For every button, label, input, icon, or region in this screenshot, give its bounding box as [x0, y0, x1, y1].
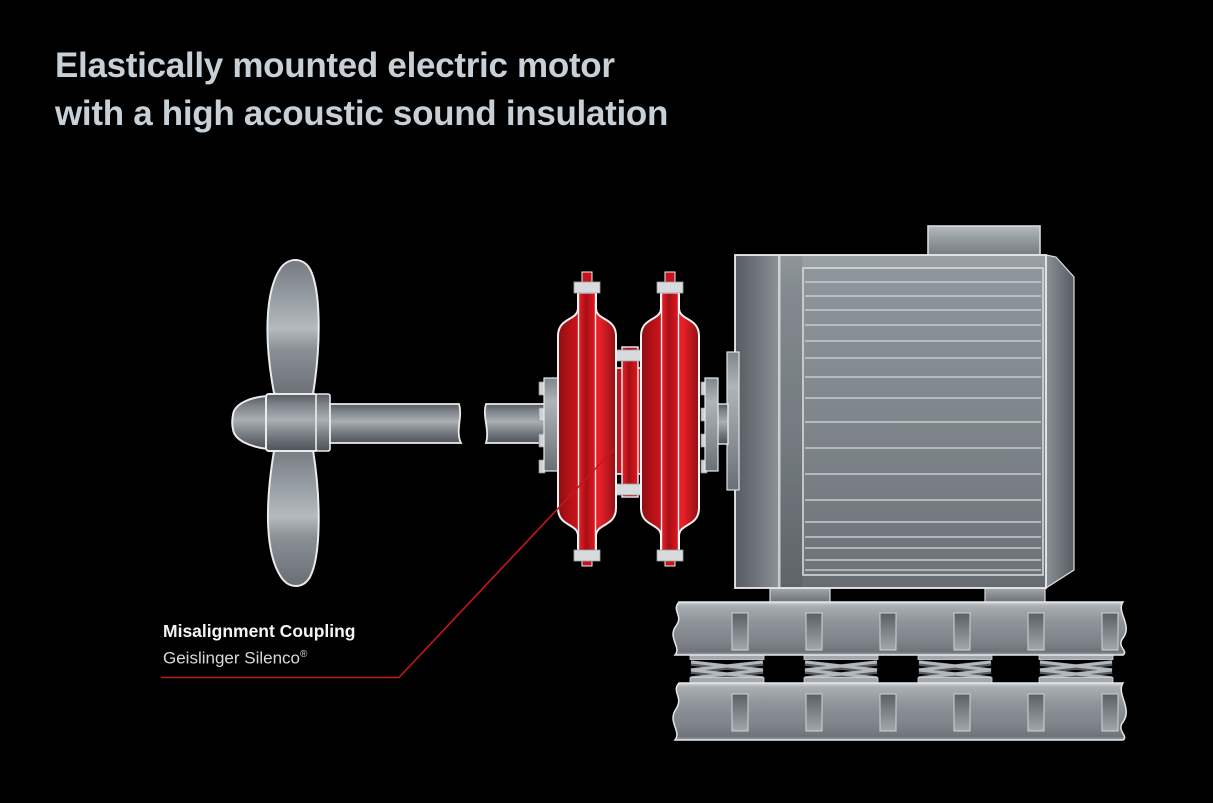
elastic-mounting-base	[672, 601, 1127, 741]
spring-1	[690, 654, 764, 683]
title-line-2: with a high acoustic sound insulation	[55, 94, 669, 133]
spring-3	[918, 654, 992, 683]
shaft-segment-2	[483, 403, 547, 444]
callout-brand-text: Geislinger Silenco	[163, 648, 301, 668]
motor-bearing-plate	[726, 351, 740, 491]
propeller-blade-bottom	[266, 446, 320, 587]
motor-front-panel	[736, 256, 778, 587]
motor-end-panel	[1045, 254, 1075, 590]
callout-brand: Geislinger Silenco®	[163, 643, 356, 670]
propeller-hub	[265, 393, 319, 452]
electric-motor	[734, 225, 1075, 604]
membrane-cap-bottom	[615, 483, 645, 496]
page-title: Elastically mounted electric motor with …	[55, 42, 668, 138]
coupling-callout: Misalignment Coupling Geislinger Silenco…	[163, 620, 356, 670]
motor-front-panel-seam	[778, 256, 781, 587]
motor-front-panel-2	[780, 256, 803, 587]
title-line-1: Elastically mounted electric motor	[55, 46, 615, 85]
propeller-blade-top	[266, 259, 320, 399]
spring-4	[1039, 654, 1113, 683]
base-rail-bottom	[672, 682, 1127, 741]
shaft-flange-right	[700, 351, 740, 491]
motor-cooling-fins	[805, 281, 1041, 571]
shaft-flange-left	[538, 377, 559, 474]
propeller	[231, 259, 331, 587]
shaft-segment-1	[329, 403, 463, 444]
terminal-box	[927, 225, 1041, 259]
propeller-hub-ring	[315, 393, 331, 452]
registered-trademark-symbol: ®	[300, 649, 308, 660]
propeller-nose-cone	[231, 394, 269, 451]
propeller-shaft	[329, 403, 547, 444]
spring-2	[804, 654, 878, 683]
coupling-membrane	[621, 346, 639, 498]
base-rail-top	[672, 601, 1127, 656]
membrane-cap-top	[615, 349, 645, 362]
callout-leader-line	[161, 448, 615, 679]
callout-name: Misalignment Coupling	[163, 621, 356, 641]
misalignment-coupling	[538, 271, 740, 567]
